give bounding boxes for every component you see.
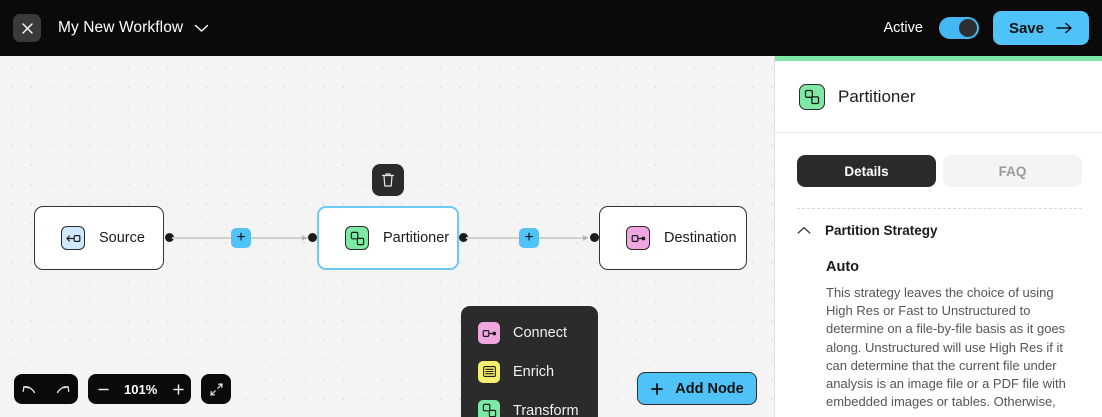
tab-details[interactable]: Details (797, 155, 936, 187)
add-between-source-partitioner-button[interactable]: + (231, 228, 251, 248)
close-icon (21, 22, 33, 34)
add-node-button[interactable]: Add Node (637, 372, 757, 405)
workflow-menu-button[interactable] (194, 24, 209, 33)
context-menu-item-connect[interactable]: Connect (461, 314, 598, 352)
context-menu-item-enrich[interactable]: Enrich (461, 353, 598, 391)
active-toggle[interactable] (938, 17, 979, 39)
edge-arrow (302, 234, 307, 241)
edge-arrow-2 (583, 234, 588, 241)
node-source[interactable]: Source (34, 206, 164, 270)
plus-icon (651, 382, 664, 395)
fit-to-screen-icon (209, 382, 223, 396)
toggle-knob (958, 19, 977, 37)
panel-accent-bar (775, 56, 1102, 61)
panel-divider (797, 208, 1082, 209)
strategy-block: Auto This strategy leaves the choice of … (775, 238, 1102, 411)
context-menu-label-enrich: Enrich (513, 363, 555, 380)
partition-icon (799, 83, 825, 110)
port-partitioner-out[interactable] (459, 233, 468, 242)
zoom-out-button[interactable] (88, 374, 118, 404)
workflow-title: My New Workflow (58, 19, 184, 36)
add-between-partitioner-destination-button[interactable]: + (519, 228, 539, 248)
context-menu-label-transform: Transform (513, 402, 579, 417)
node-type-context-menu: Connect Enrich Transform (461, 306, 598, 417)
fit-toolbar (201, 374, 231, 404)
arrow-right-icon (1056, 22, 1072, 34)
node-destination[interactable]: Destination (599, 206, 747, 270)
workflow-canvas[interactable]: Source + Partitioner + (0, 56, 774, 417)
details-panel: Partitioner Details FAQ Partition Strate… (774, 56, 1102, 417)
plus-icon (173, 383, 184, 395)
node-source-label: Source (99, 230, 145, 246)
port-source-out[interactable] (165, 233, 174, 242)
top-bar-actions: Active Save (883, 11, 1102, 45)
connect-icon (477, 321, 501, 346)
undo-button[interactable] (14, 374, 46, 404)
destination-icon (626, 226, 650, 250)
trash-icon (381, 173, 395, 187)
zoom-level: 101% (124, 381, 158, 397)
transform-icon (477, 398, 501, 417)
top-bar: My New Workflow Active Save (0, 0, 1102, 56)
minus-icon (97, 388, 109, 390)
save-button-label: Save (1008, 19, 1044, 37)
partition-icon (345, 226, 369, 250)
node-partitioner[interactable]: Partitioner (317, 206, 459, 270)
context-menu-item-transform[interactable]: Transform (461, 392, 598, 417)
strategy-name: Auto (826, 259, 860, 275)
partition-strategy-title: Partition Strategy (825, 223, 938, 238)
redo-button[interactable] (46, 374, 78, 404)
save-button[interactable]: Save (992, 11, 1089, 45)
zoom-in-button[interactable] (163, 374, 193, 404)
enrich-icon (477, 359, 501, 384)
history-toolbar (14, 374, 78, 404)
chevron-down-icon (195, 24, 209, 32)
undo-icon (22, 385, 36, 393)
active-label: Active (883, 20, 923, 36)
source-icon (61, 226, 85, 250)
fit-to-screen-button[interactable] (201, 374, 231, 404)
panel-title: Partitioner (838, 86, 916, 106)
tab-faq[interactable]: FAQ (943, 155, 1082, 187)
port-partitioner-in[interactable] (308, 233, 317, 242)
chevron-up-icon (797, 226, 811, 234)
partition-strategy-section-header[interactable]: Partition Strategy (775, 209, 1102, 238)
delete-node-button[interactable] (372, 164, 404, 196)
zoom-toolbar: 101% (88, 374, 191, 404)
close-button[interactable] (13, 14, 41, 42)
panel-header: Partitioner (775, 61, 1102, 133)
add-node-label: Add Node (675, 380, 744, 397)
context-menu-label-connect: Connect (513, 325, 568, 342)
strategy-description: This strategy leaves the choice of using… (826, 285, 1066, 410)
port-destination-in[interactable] (590, 233, 599, 242)
node-partitioner-label: Partitioner (383, 230, 450, 246)
panel-tabs: Details FAQ (775, 133, 1102, 187)
redo-icon (56, 385, 70, 393)
node-destination-label: Destination (664, 230, 737, 246)
